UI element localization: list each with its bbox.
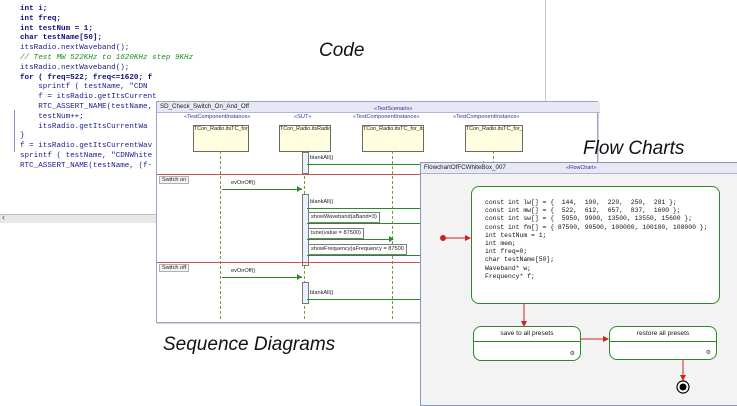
lifeline-tuner-box[interactable]: TCon_Radio.itsTC_for_itsTuner:TC_for_its… bbox=[362, 125, 424, 152]
code-line: sprintf ( testName, "CDNWhite bbox=[20, 151, 153, 160]
activation-bar bbox=[302, 282, 309, 304]
action-line: const int sw[] = { 5950, 9900, 13500, 13… bbox=[485, 215, 693, 223]
action-line: int testNum = 1; bbox=[485, 231, 547, 239]
flow-arrowhead bbox=[680, 375, 686, 381]
message-label[interactable]: blankAll() bbox=[310, 199, 334, 205]
code-line: itsRadio.nextWaveband(); bbox=[20, 63, 130, 72]
lifeline-user-box[interactable]: TCon_Radio.itsTC_for_itsUser:TC_for_itsU… bbox=[193, 125, 249, 152]
message-line bbox=[307, 208, 487, 209]
message-arrowhead bbox=[389, 236, 394, 242]
code-line: f = itsRadio.getItsCurrentWav bbox=[20, 142, 153, 151]
sequence-diagram-title[interactable]: SD_Check_Switch_On_And_Off bbox=[157, 102, 600, 113]
flow-arrowhead bbox=[603, 336, 609, 342]
code-line: char testName[50]; bbox=[20, 34, 103, 43]
action-divider bbox=[610, 341, 716, 342]
lifeline-stereotype: «TestComponentInstance» bbox=[184, 114, 251, 120]
message-arrowhead bbox=[297, 274, 302, 280]
code-line: RTC_ASSERT_NAME(testName, bbox=[20, 102, 153, 111]
sequence-diagram-title-text: SD_Check_Switch_On_And_Off bbox=[160, 103, 249, 110]
lifeline-tuner bbox=[392, 151, 393, 319]
action-save-presets[interactable]: save to all presets ⚙ bbox=[473, 326, 581, 361]
frame-separator bbox=[157, 174, 597, 175]
action-line: Waveband* w; bbox=[485, 264, 532, 272]
message-label[interactable]: evOnOff() bbox=[231, 180, 256, 186]
message-line bbox=[307, 299, 487, 300]
action-line: Frequency* f; bbox=[485, 272, 535, 280]
code-comment-line: // Test MW 522KHz to 1620KHz step 9KHz bbox=[20, 53, 194, 62]
message-line bbox=[307, 164, 487, 165]
action-label: save to all presets bbox=[500, 330, 554, 337]
frame-label-switch-off[interactable]: Switch off bbox=[159, 264, 190, 272]
action-code: const int lw[] = { 144, 190, 220, 250, 2… bbox=[485, 199, 707, 281]
sequence-caption: Sequence Diagrams bbox=[163, 334, 336, 355]
sequence-diagram-window: SD_Check_Switch_On_And_Off «TestScenario… bbox=[156, 101, 600, 323]
action-divider bbox=[474, 341, 580, 342]
message-line bbox=[307, 239, 393, 240]
message-line bbox=[307, 255, 487, 256]
message-line bbox=[307, 223, 487, 224]
final-node-inner bbox=[679, 383, 687, 391]
code-line: int freq; bbox=[20, 14, 62, 23]
flow-caption: Flow Charts bbox=[583, 138, 685, 159]
message-label[interactable]: evOnOff() bbox=[231, 268, 256, 274]
code-line: testNum++; bbox=[20, 112, 84, 121]
action-link-icon: ⚙ bbox=[569, 351, 575, 357]
code-line: for ( freq=522; freq<=1620; f bbox=[20, 73, 153, 82]
message-box[interactable]: showWaveband(aBand=3) bbox=[308, 212, 380, 223]
lifeline-display-box[interactable]: TCon_Radio.itsTC_for_itsDisplay:TC_for_i… bbox=[465, 125, 523, 152]
message-label[interactable]: blankAll() bbox=[310, 155, 334, 161]
lifeline-stereotype: «TestComponentInstance» bbox=[453, 114, 520, 120]
horizontal-scrollbar[interactable]: ‹ bbox=[0, 212, 160, 223]
message-label[interactable]: blankAll() bbox=[310, 290, 334, 296]
message-arrowhead bbox=[297, 186, 302, 192]
flow-arrowhead bbox=[521, 321, 527, 327]
code-line: itsRadio.getItsCurrentWa bbox=[20, 122, 148, 131]
frame-label-switch-on[interactable]: Switch on bbox=[159, 176, 190, 184]
action-line: char testName[50]; bbox=[485, 256, 555, 264]
action-line: int mem; bbox=[485, 240, 516, 248]
code-line: int i; bbox=[20, 5, 48, 13]
action-line: const int fm[] = { 87500, 90500, 100000,… bbox=[485, 223, 708, 231]
action-line: const int mw[] = { 522, 612, 657, 837, 1… bbox=[485, 207, 681, 215]
message-box[interactable]: tune(value = 87500) bbox=[308, 228, 364, 239]
flowchart-stereotype: «FlowChart» bbox=[566, 165, 597, 171]
initial-node bbox=[440, 235, 446, 241]
code-line: itsRadio.nextWaveband(); bbox=[20, 44, 130, 53]
flowchart-title-text: FlowchartOfFCWhiteBox_007 bbox=[424, 164, 506, 171]
test-scenario-stereotype: «TestScenario» bbox=[374, 106, 413, 112]
code-fold-gutter[interactable] bbox=[14, 110, 19, 152]
code-line: int testNum = 1; bbox=[20, 24, 93, 33]
activation-bar bbox=[302, 152, 309, 174]
code-line: } bbox=[20, 132, 25, 141]
flowchart-title[interactable]: FlowchartOfFCWhiteBox_007 bbox=[421, 163, 737, 174]
flowchart-connectors bbox=[440, 235, 690, 394]
lifeline-user bbox=[220, 151, 221, 319]
message-box[interactable]: showFrequency(aFrequency = 87500 bbox=[308, 244, 407, 255]
action-declarations[interactable]: const int lw[] = { 144, 190, 220, 250, 2… bbox=[471, 186, 720, 304]
lifeline-stereotype: «TestComponentInstance» bbox=[353, 114, 420, 120]
flow-arrowhead bbox=[465, 235, 471, 241]
code-line: f = itsRadio.getItsCurrent bbox=[20, 93, 157, 102]
message-line bbox=[222, 189, 302, 190]
action-line: int freq=0; bbox=[485, 248, 528, 256]
action-link-icon: ⚙ bbox=[705, 350, 711, 356]
scroll-left-icon[interactable]: ‹ bbox=[2, 212, 5, 222]
code-editor-text[interactable]: int i;int freq;int testNum = 1;char test… bbox=[20, 5, 193, 172]
lifeline-radio-box[interactable]: TCon_Radio.itsRadio:Radio bbox=[279, 125, 331, 152]
code-line: sprintf ( testName, "CDN bbox=[20, 83, 148, 92]
action-label: restore all presets bbox=[636, 330, 690, 337]
flowchart-window: FlowchartOfFCWhiteBox_007 «FlowChart» co… bbox=[420, 162, 737, 406]
message-line bbox=[222, 277, 302, 278]
frame-separator bbox=[157, 262, 597, 263]
lifeline-stereotype: «SUT» bbox=[294, 114, 312, 120]
code-line: RTC_ASSERT_NAME(testName, (f- bbox=[20, 161, 153, 170]
action-restore-presets[interactable]: restore all presets ⚙ bbox=[609, 326, 717, 360]
code-caption: Code bbox=[319, 40, 365, 61]
action-line: const int lw[] = { 144, 190, 220, 250, 2… bbox=[485, 199, 677, 206]
